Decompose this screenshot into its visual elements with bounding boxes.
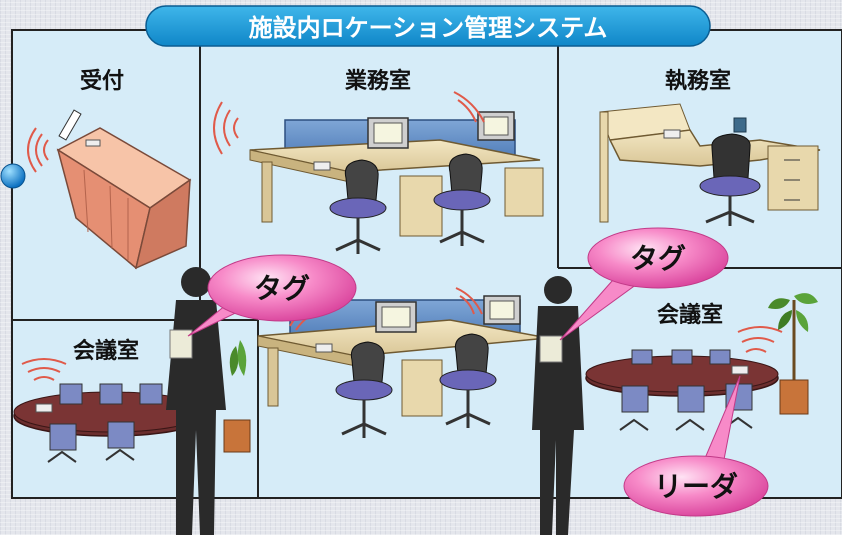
- person-silhouette-left: [166, 267, 226, 535]
- office-desk-group-bottom: [257, 295, 549, 438]
- callout-tag-left: タグ: [187, 254, 357, 337]
- meeting-table-right: [585, 349, 779, 431]
- page-title: 施設内ロケーション管理システム: [249, 14, 608, 42]
- room-label-office: 業務室: [345, 68, 411, 94]
- room-label-executive: 執務室: [665, 68, 731, 94]
- plant-left: [223, 340, 251, 453]
- callout-tag-right-label: タグ: [630, 242, 686, 275]
- signal-waves-meeting-left: [21, 358, 67, 381]
- callout-tag-left-label: タグ: [254, 272, 310, 305]
- callout-reader-label: リーダ: [654, 470, 738, 503]
- executive-desk: [599, 103, 821, 226]
- office-desk-group-top: [249, 111, 544, 254]
- room-label-meeting-left: 会議室: [73, 338, 139, 364]
- signal-waves-meeting-right: [737, 326, 783, 353]
- meeting-table-left: [13, 383, 207, 463]
- signal-waves-reception: [27, 127, 49, 173]
- callout-tag-right: タグ: [559, 227, 729, 341]
- signal-waves-office-top: [213, 91, 485, 155]
- blue-marker-dot: [0, 163, 26, 189]
- plant-right: [768, 293, 818, 415]
- title-banner: 施設内ロケーション管理システム: [145, 5, 711, 47]
- callout-reader: リーダ: [623, 375, 769, 517]
- person-silhouette-right: [532, 276, 584, 535]
- reception-counter: [56, 109, 192, 270]
- room-label-meeting-right: 会議室: [657, 302, 723, 328]
- room-label-reception: 受付: [80, 68, 124, 94]
